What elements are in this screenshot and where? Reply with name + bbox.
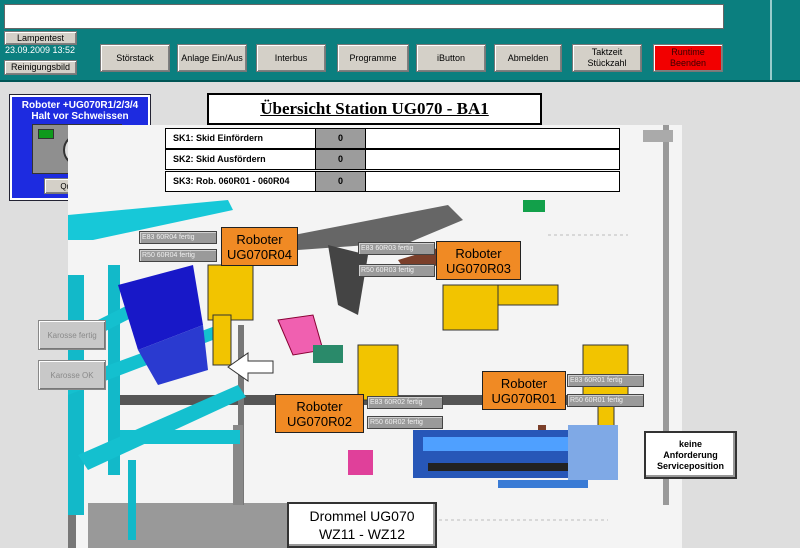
r50-60r01-status: R50 60R01 fertig [567, 394, 644, 407]
green-lamp-icon [38, 129, 54, 139]
ibutton-button[interactable]: iButton [416, 44, 486, 72]
runtime-beenden-button[interactable]: Runtime Beenden [653, 44, 723, 72]
lampentest-button[interactable]: Lampentest [4, 31, 77, 45]
robot-ug070r02-label[interactable]: Roboter UG070R02 [275, 394, 364, 433]
e83-60r02-status: E83 60R02 fertig [367, 396, 443, 409]
robot-ug070r01-label[interactable]: Roboter UG070R01 [482, 371, 566, 410]
sk2-label: SK2: Skid Ausfördern [166, 150, 316, 169]
e83-60r03-status: E83 60R03 fertig [358, 242, 435, 255]
r50-60r03-status: R50 60R03 fertig [358, 264, 435, 277]
sk3-value: 0 [316, 172, 366, 191]
robot-ug070r03-label[interactable]: Roboter UG070R03 [436, 241, 521, 280]
interbus-button[interactable]: Interbus [256, 44, 326, 72]
toolbar: Lampentest 23.09.2009 13:52 Reinigungsbi… [0, 0, 800, 82]
programme-button[interactable]: Programme [337, 44, 409, 72]
sk3-label: SK3: Rob. 060R01 - 060R04 [166, 172, 316, 191]
anlage-ein-aus-button[interactable]: Anlage Ein/Aus [177, 44, 247, 72]
r50-60r04-status: R50 60R04 fertig [139, 249, 217, 262]
karosse-fertig-button[interactable]: Karosse fertig [38, 320, 106, 350]
karosse-ok-button[interactable]: Karosse OK [38, 360, 106, 390]
table-row: SK2: Skid Ausfördern 0 [165, 149, 620, 170]
taktzeit-stueckzahl-button[interactable]: Taktzeit Stückzahl [572, 44, 642, 72]
table-row: SK1: Skid Einfördern 0 [165, 128, 620, 149]
drum-label: Drommel UG070 WZ11 - WZ12 [287, 502, 437, 548]
abmelden-button[interactable]: Abmelden [494, 44, 562, 72]
robot-status-title: Roboter +UG070R1/2/3/4 Halt vor Schweiss… [21, 100, 139, 122]
toolbar-edge [770, 0, 800, 80]
r50-60r02-status: R50 60R02 fertig [367, 416, 443, 429]
station-title: Übersicht Station UG070 - BA1 [207, 93, 542, 125]
service-position-button[interactable]: keine Anforderung Serviceposition [644, 431, 737, 479]
e83-60r04-status: E83 60R04 fertig [139, 231, 217, 244]
message-bar [4, 4, 724, 29]
sk1-value: 0 [316, 129, 366, 148]
table-row: SK3: Rob. 060R01 - 060R04 0 [165, 171, 620, 192]
sk1-label: SK1: Skid Einfördern [166, 129, 316, 148]
robot-ug070r04-label[interactable]: Roboter UG070R04 [221, 227, 298, 266]
reinigungsbild-button[interactable]: Reinigungsbild [4, 60, 77, 75]
e83-60r01-status: E83 60R01 fertig [567, 374, 644, 387]
datetime-display: 23.09.2009 13:52 [5, 45, 76, 55]
stoerstack-button[interactable]: Störstack [100, 44, 170, 72]
sk2-value: 0 [316, 150, 366, 169]
